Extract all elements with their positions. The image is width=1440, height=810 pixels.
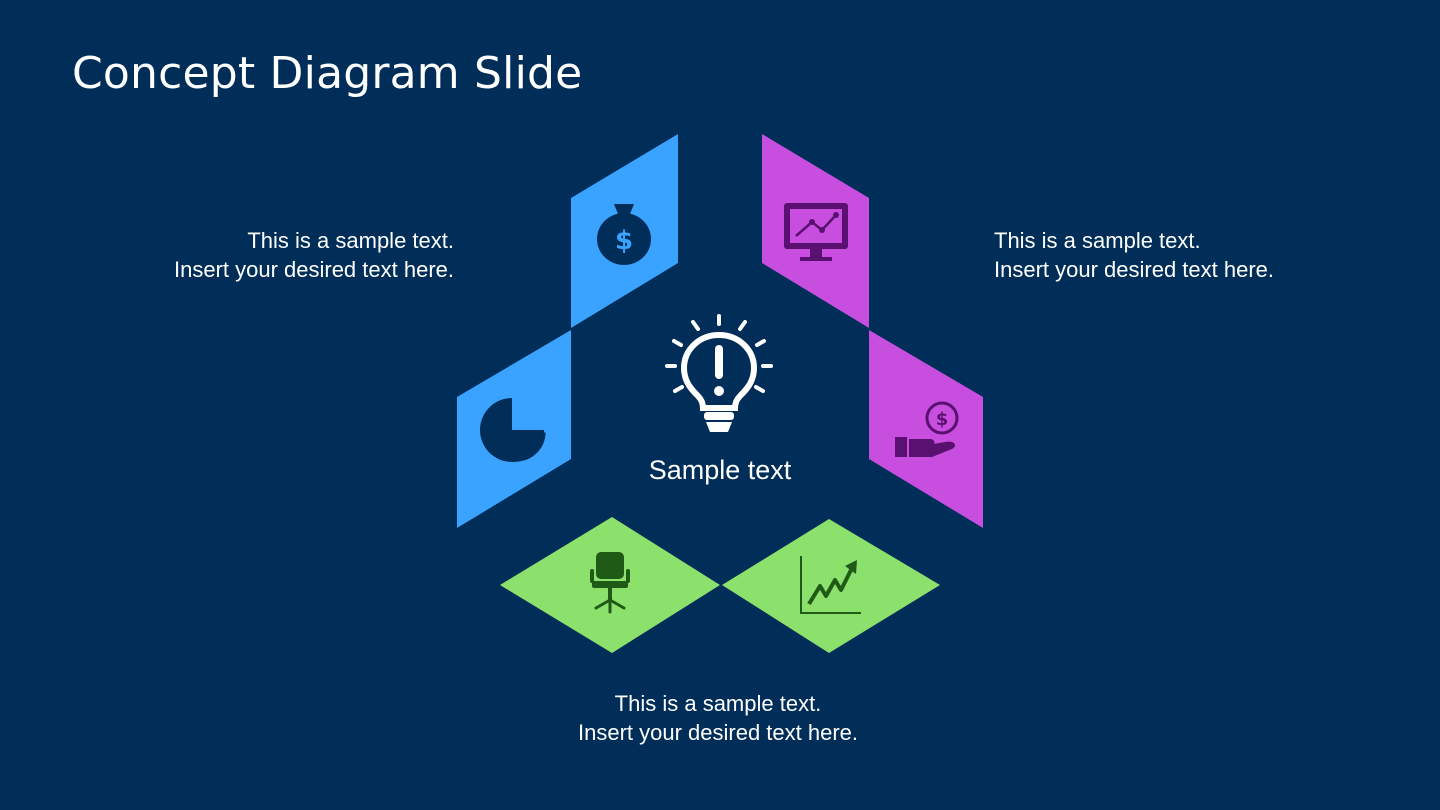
svg-text:$: $	[936, 409, 949, 430]
bottom-description: This is a sample text. Insert your desir…	[440, 689, 996, 747]
right-description-line1: This is a sample text.	[994, 228, 1201, 253]
growth-chart-icon	[800, 556, 861, 614]
bottom-description-line2: Insert your desired text here.	[577, 720, 859, 745]
blue-bottom-segment	[457, 330, 571, 528]
left-description-line2: Insert your desired text here.	[173, 257, 454, 282]
svg-text:$: $	[615, 226, 633, 256]
right-description-line2: Insert your desired text here.	[994, 257, 1275, 282]
pie-chart-icon	[480, 398, 546, 462]
slide-title: Concept Diagram Slide	[72, 48, 583, 99]
right-description: This is a sample text. Insert your desir…	[994, 226, 1274, 284]
office-chair-icon	[590, 552, 630, 614]
bottom-description-line1: This is a sample text.	[614, 691, 822, 716]
lightbulb-exclamation-icon	[665, 314, 773, 432]
left-description: This is a sample text. Insert your desir…	[174, 226, 454, 284]
monitor-chart-icon	[784, 203, 848, 261]
money-bag-icon: $	[597, 204, 651, 265]
left-description-line1: This is a sample text.	[247, 228, 454, 253]
hand-coin-icon: $	[895, 401, 959, 457]
center-label: Sample text	[648, 455, 792, 485]
purple-bottom-segment	[869, 330, 983, 528]
